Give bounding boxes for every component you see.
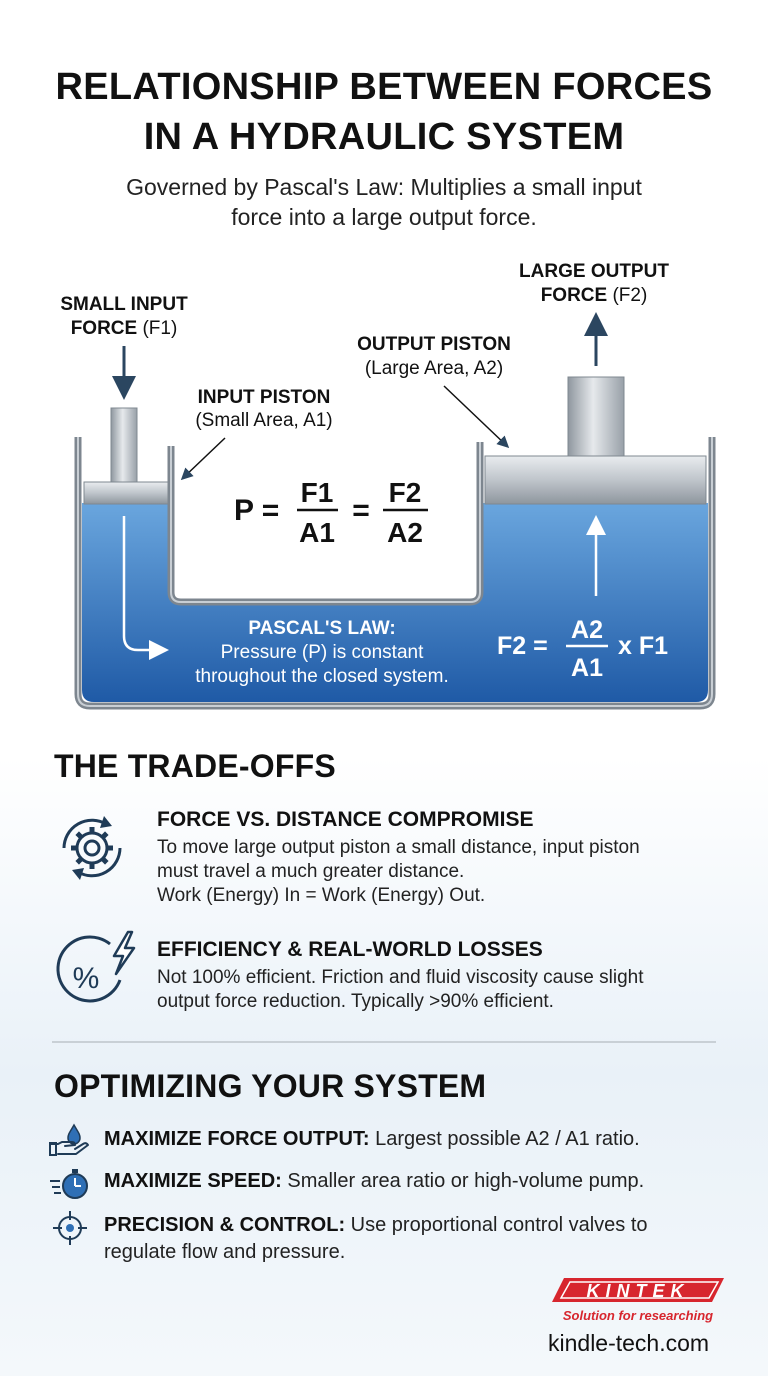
pascal-law-line-1: Pressure (P) is constant [221,642,424,663]
tradeoff-text-2: output force reduction. Typically >90% e… [157,991,554,1012]
input-piston-label-2: (Small Area, A1) [195,410,332,431]
output-force-label-1: LARGE OUTPUT [519,261,669,282]
output-force-label-2: FORCE (F2) [541,285,648,306]
output-piston-rod [567,376,625,458]
output-piston-head [484,455,707,505]
optimize-item-precision: PRECISION & CONTROL: Use proportional co… [104,1212,724,1266]
logo-wordmark: KINTEK [587,1281,690,1301]
f2-formula-denominator: A1 [571,654,603,682]
tradeoff-item-efficiency: EFFICIENCY & REAL-WORLD LOSSES Not 100% … [157,938,737,1014]
optimize-item-force: MAXIMIZE FORCE OUTPUT: Largest possible … [104,1126,724,1153]
input-piston-head [83,481,169,505]
section-divider [52,1041,716,1043]
equation-f1: F1 [301,477,334,508]
output-piston-label-1: OUTPUT PISTON [357,334,511,355]
input-force-label-1: SMALL INPUT [60,294,188,315]
optimize-text: Smaller area ratio or high-volume pump. [281,1170,645,1192]
tradeoff-text-3: Work (Energy) In = Work (Energy) Out. [157,885,486,906]
page-title: RELATIONSHIP BETWEEN FORCES IN A HYDRAUL… [0,62,768,162]
f2-formula-lhs: F2 = [497,632,548,660]
equation-a2: A2 [387,517,423,548]
page-subtitle: Governed by Pascal's Law: Multiplies a s… [60,172,708,232]
input-force-label-2: FORCE (F1) [71,318,178,339]
equation-p: P = [234,494,279,527]
hydraulic-diagram: SMALL INPUT FORCE (F1) INPUT PISTON (Sma… [60,261,716,710]
tradeoff-text-1: Not 100% efficient. Friction and fluid v… [157,967,644,988]
equation-f2: F2 [389,477,422,508]
crosshair-icon [50,1208,90,1253]
tradeoff-title: FORCE VS. DISTANCE COMPROMISE [157,808,534,831]
optimizing-heading: OPTIMIZING YOUR SYSTEM [54,1068,487,1104]
svg-text:%: % [73,962,100,995]
kintek-logo: KINTEK Solution for researching [548,1276,728,1331]
output-piston-leader [443,385,510,449]
equation-equals: = [352,494,370,527]
optimize-bold: PRECISION & CONTROL: [104,1214,346,1236]
title-line-2: IN A HYDRAULIC SYSTEM [143,116,625,158]
title-line-1: RELATIONSHIP BETWEEN FORCES [55,66,713,108]
tradeoff-title: EFFICIENCY & REAL-WORLD LOSSES [157,938,543,961]
f2-formula-numerator: A2 [571,616,603,644]
subtitle-line-1: Governed by Pascal's Law: Multiplies a s… [126,174,642,200]
hand-drop-icon [48,1122,92,1163]
input-piston-label-1: INPUT PISTON [198,387,331,408]
optimize-bold: MAXIMIZE SPEED: [104,1170,282,1192]
output-piston-label-2: (Large Area, A2) [365,358,503,379]
optimize-bold: MAXIMIZE FORCE OUTPUT: [104,1128,370,1150]
tradeoffs-heading: THE TRADE-OFFS [54,748,336,784]
optimize-item-speed: MAXIMIZE SPEED: Smaller area ratio or hi… [104,1168,724,1195]
tradeoff-text-2: must travel a much greater distance. [157,861,465,882]
pascal-law-line-2: throughout the closed system. [195,666,448,687]
tradeoff-text-1: To move large output piston a small dist… [157,837,640,858]
tradeoff-item-force-distance: FORCE VS. DISTANCE COMPROMISE To move la… [157,808,737,908]
gear-cycle-icon [50,806,134,895]
f2-formula-rhs: x F1 [618,632,668,660]
subtitle-line-2: force into a large output force. [231,204,537,230]
pascal-law-title: PASCAL'S LAW: [248,618,395,639]
optimize-text: Use proportional control valves to [345,1214,648,1236]
percent-bolt-icon: % [50,928,140,1017]
stopwatch-icon [48,1166,92,1207]
optimize-text: Largest possible A2 / A1 ratio. [369,1128,640,1150]
input-piston-rod [110,407,138,485]
input-piston-leader [180,437,226,481]
flow-arrow-left [122,516,169,660]
logo-tagline: Solution for researching [563,1308,713,1323]
website-url[interactable]: kindle-tech.com [548,1330,710,1356]
optimize-text-2: regulate flow and pressure. [104,1241,346,1263]
equation-a1: A1 [299,517,335,548]
